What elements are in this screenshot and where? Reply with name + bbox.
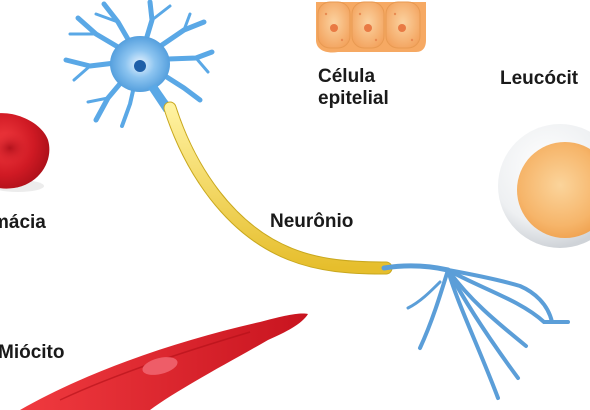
epithelial-cells	[316, 1, 426, 53]
epithelial-label-line-1: Célula	[318, 66, 376, 87]
myocyte	[20, 313, 308, 410]
epithelial-cell-label: Célula epitelial	[318, 66, 389, 110]
neuron-label: Neurônio	[270, 211, 354, 232]
myelinated-axon	[163, 101, 393, 275]
red-blood-cell-label: mácia	[0, 212, 46, 233]
epithelial-label-line-2: epitelial	[318, 88, 389, 109]
leukocyte-label: Leucócit	[500, 68, 579, 89]
axon-terminal	[381, 263, 570, 400]
red-blood-cell	[0, 113, 50, 192]
leukocyte	[498, 124, 590, 248]
neuron-body	[110, 36, 174, 112]
myocyte-label: Miócito	[0, 342, 65, 363]
